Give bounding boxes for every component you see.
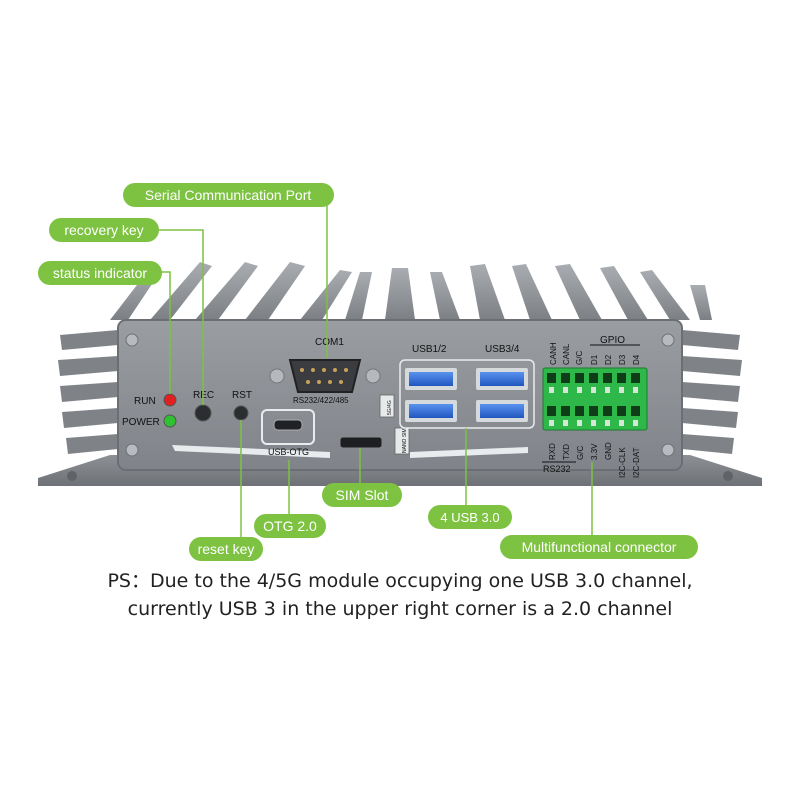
pin-label-d3: D3: [618, 354, 627, 365]
callout-serial: Serial Communication Port: [123, 183, 334, 207]
usb-otg-label: USB-OTG: [268, 447, 309, 457]
run-led: [163, 393, 177, 407]
sim-slot[interactable]: [339, 436, 383, 449]
usb-group-frame: [399, 359, 535, 429]
usb34-label: USB3/4: [485, 344, 520, 355]
leader-status: [160, 271, 171, 394]
usb-port-4[interactable]: [476, 400, 528, 422]
pin-label-d4: D4: [632, 354, 641, 365]
com-screw-left: [269, 368, 285, 384]
callout-sim: SIM Slot: [322, 483, 402, 507]
usb-port-1[interactable]: [405, 368, 457, 390]
terminal-top-labels: CANH CANL G/C D1 D2 D3 D4: [549, 342, 641, 365]
panel-screw-tr: [661, 333, 675, 347]
pin-label-i2c-dat: I2C-DAT: [632, 447, 641, 478]
terminal-bottom-labels: RXD TXD G/C 3.3V GND I2C-CLK I2C-DAT: [548, 442, 641, 478]
com1-label: COM1: [315, 337, 344, 348]
gpio-label: GPIO: [600, 335, 625, 346]
usb12-label: USB1/2: [412, 344, 447, 355]
note-line-2: currently USB 3 in the upper right corne…: [127, 598, 673, 620]
nano-tag: [394, 427, 410, 455]
callout-sim-text: SIM Slot: [336, 487, 389, 503]
panel-screw-tl: [125, 333, 139, 347]
rs-modes-label: RS232/422/485: [293, 396, 349, 405]
heatsink-fins: [110, 262, 712, 320]
pin-label-i2c-clk: I2C-CLK: [618, 447, 627, 478]
pin-label-gc-bottom: G/C: [576, 446, 585, 460]
pin-label-3v3: 3.3V: [590, 443, 599, 460]
sim-tag: [379, 394, 395, 418]
sim-tag-bottom: NANO SIM: [402, 428, 408, 453]
power-label: POWER: [122, 417, 160, 428]
panel-screw-br: [661, 443, 675, 457]
pin-label-txd: TXD: [562, 444, 571, 460]
usb-port-3[interactable]: [476, 368, 528, 390]
foot-screw-left: [67, 471, 77, 481]
callout-leaders: [156, 205, 593, 538]
callout-usb-text: 4 USB 3.0: [440, 510, 499, 525]
side-fins-left: [58, 330, 118, 454]
callout-otg-text: OTG 2.0: [263, 518, 317, 534]
callout-status: status indicator: [38, 261, 162, 285]
power-led: [163, 414, 177, 428]
light-bar-left: [172, 445, 330, 458]
serial-port-db9[interactable]: [288, 359, 362, 393]
foot-screw-right: [723, 471, 733, 481]
reset-button[interactable]: [233, 405, 249, 421]
db9-pins: [300, 368, 348, 384]
pin-label-rxd: RXD: [548, 443, 557, 460]
pin-label-canh: CANH: [549, 342, 558, 365]
run-label: RUN: [134, 396, 156, 407]
callout-reset: reset key: [189, 537, 263, 561]
pin-label-gnd: GND: [604, 442, 613, 460]
panel-screw-bl: [125, 443, 139, 457]
otg-frame: [261, 409, 315, 445]
callout-multi-text: Multifunctional connector: [522, 539, 677, 555]
recovery-button[interactable]: [194, 404, 212, 422]
sim-tag-top: 5G/4G: [387, 400, 393, 415]
callout-multi: Multifunctional connector: [500, 535, 698, 559]
rs232-label: RS232: [543, 464, 571, 474]
usb-port-2[interactable]: [405, 400, 457, 422]
callout-recovery-text: recovery key: [64, 222, 143, 238]
pin-label-d1: D1: [590, 354, 599, 365]
callout-serial-text: Serial Communication Port: [145, 187, 312, 203]
com-screw-right: [365, 368, 381, 384]
usb-otg-port[interactable]: [273, 419, 303, 431]
rst-label: RST: [232, 390, 252, 401]
pin-label-d2: D2: [604, 354, 613, 365]
light-bar-right: [410, 447, 528, 458]
callout-otg: OTG 2.0: [254, 514, 326, 538]
leader-recovery: [156, 229, 204, 405]
callout-usb: 4 USB 3.0: [428, 505, 512, 529]
pin-label-gc-top: G/C: [575, 351, 584, 365]
note-line-1: PS：Due to the 4/5G module occupying one …: [107, 570, 693, 592]
callout-status-text: status indicator: [53, 265, 147, 281]
pin-label-canl: CANL: [562, 343, 571, 365]
terminal-block[interactable]: [542, 367, 648, 431]
callout-reset-text: reset key: [198, 541, 255, 557]
side-fins-right: [682, 330, 742, 454]
callout-recovery: recovery key: [49, 218, 159, 242]
